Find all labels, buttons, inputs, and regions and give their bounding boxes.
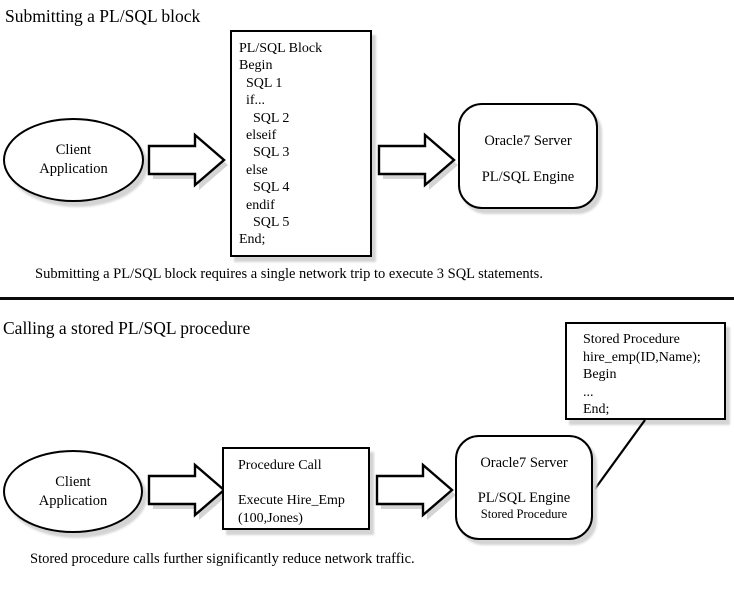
oracle-server-box-2: Oracle7 Server PL/SQL Engine Stored Proc… — [455, 435, 593, 540]
server1-name: Oracle7 Server — [484, 133, 572, 149]
procedure-call-body1: Execute Hire_Emp — [238, 493, 345, 508]
server1-engine: PL/SQL Engine — [481, 169, 575, 185]
plsql-block-line: Begin — [239, 58, 273, 74]
plsql-block-line: SQL 3 — [239, 145, 290, 161]
client-application-ellipse-1: Client Application — [3, 118, 144, 202]
plsql-block-line: SQL 2 — [239, 110, 290, 126]
connector-line — [591, 419, 646, 494]
section-divider — [0, 297, 734, 300]
procedure-call-body2: (100,Jones) — [238, 510, 303, 526]
flow-arrow-icon-3 — [147, 462, 228, 520]
plsql-block-line: End; — [239, 232, 266, 248]
server2-name: Oracle7 Server — [480, 455, 568, 471]
plsql-block-line: else — [239, 162, 268, 178]
section1-title: Submitting a PL/SQL block — [5, 6, 201, 26]
client-app-label-line2: Application — [39, 161, 108, 177]
stored-procedure-box: Stored Procedure hire_emp(ID,Name); Begi… — [565, 322, 726, 420]
stored-procedure-line: Begin — [583, 367, 617, 383]
server2-engine: PL/SQL Engine — [477, 490, 571, 506]
stored-procedure-line: Stored Procedure — [583, 332, 680, 347]
oracle-server-box-1: Oracle7 Server PL/SQL Engine — [458, 103, 598, 209]
section1-caption: Submitting a PL/SQL block requires a sin… — [35, 266, 543, 282]
procedure-call-title: Procedure Call — [238, 458, 322, 473]
server2-stored-procedure-label: Stored Procedure — [480, 507, 568, 521]
plsql-block-line: SQL 5 — [239, 215, 290, 231]
plsql-block-line: if... — [239, 93, 266, 109]
stored-procedure-line: hire_emp(ID,Name); — [583, 349, 701, 365]
plsql-block-line: elseif — [239, 128, 277, 144]
section2-title: Calling a stored PL/SQL procedure — [3, 318, 251, 338]
client-app-label-line1: Client — [55, 142, 92, 158]
plsql-block-line: PL/SQL Block — [239, 41, 323, 56]
stored-procedure-line: End; — [583, 402, 610, 418]
procedure-call-box: Procedure Call Execute Hire_Emp (100,Jon… — [222, 447, 370, 530]
procedure-call-spacer — [238, 475, 368, 493]
client-app2-label-line1: Client — [55, 473, 91, 490]
flow-arrow-icon-2 — [377, 132, 458, 190]
plsql-block-line: endif — [239, 197, 275, 213]
client-application-ellipse-2: Client Application — [3, 450, 143, 533]
stored-procedure-line: ... — [583, 384, 594, 400]
flow-arrow-icon-4 — [375, 462, 456, 520]
plsql-block-line: SQL 1 — [239, 75, 283, 91]
flow-arrow-icon-1 — [147, 132, 228, 190]
client-app2-label-line2: Application — [38, 492, 108, 509]
section2-caption: Stored procedure calls further significa… — [30, 551, 415, 567]
plsql-block-line: SQL 4 — [239, 180, 290, 196]
plsql-block-box: PL/SQL Block Begin SQL 1 if... SQL 2 els… — [230, 30, 372, 257]
